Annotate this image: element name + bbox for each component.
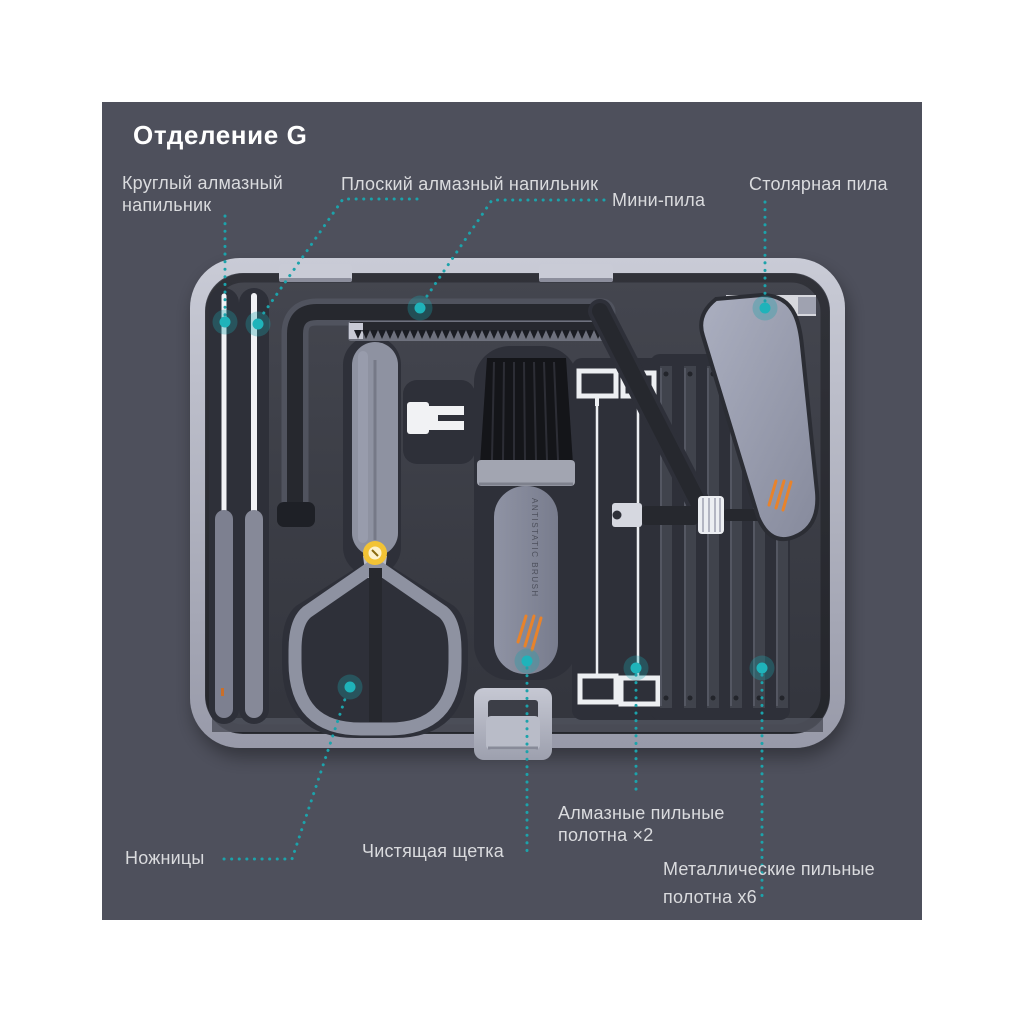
mini-saw-arm-graphic	[588, 299, 772, 534]
metal-saw-blades-graphic	[660, 366, 788, 708]
round-diamond-file-graphic	[215, 293, 233, 718]
brush-brand-icon	[516, 614, 543, 652]
label-carpentry-saw: Столярная пила	[749, 174, 888, 194]
cleaning-brush-graphic: ANTISTATIC BRUSH	[477, 358, 575, 674]
page-title: Отделение G	[133, 120, 308, 150]
case-latch	[474, 688, 552, 760]
label-diamond-saw-blades: Алмазные пильные полотна ×2	[558, 803, 725, 846]
label-cleaning-brush: Чистящая щетка	[362, 841, 504, 861]
flat-diamond-file-graphic	[245, 293, 263, 718]
brush-label-text: ANTISTATIC BRUSH	[530, 498, 539, 598]
saw-brand-icon	[767, 479, 793, 512]
callout-lines	[222, 197, 767, 899]
diamond-saw-blades-graphic	[576, 368, 661, 707]
label-mini-saw: Мини-пила	[612, 190, 706, 210]
label-metal-saw-blades: Металлические пильные полотна x6	[663, 859, 875, 908]
blade-holder-clip-graphic	[407, 402, 464, 434]
scissors-graphic	[288, 342, 462, 736]
label-flat-diamond-file: Плоский алмазный напильник	[341, 174, 599, 194]
label-round-diamond-file: Круглый алмазный напильник	[122, 173, 284, 216]
carpentry-saw-graphic	[699, 292, 820, 542]
label-scissors: Ножницы	[125, 848, 205, 868]
callout-dots	[212, 295, 778, 700]
mini-saw-graphic	[277, 304, 614, 527]
